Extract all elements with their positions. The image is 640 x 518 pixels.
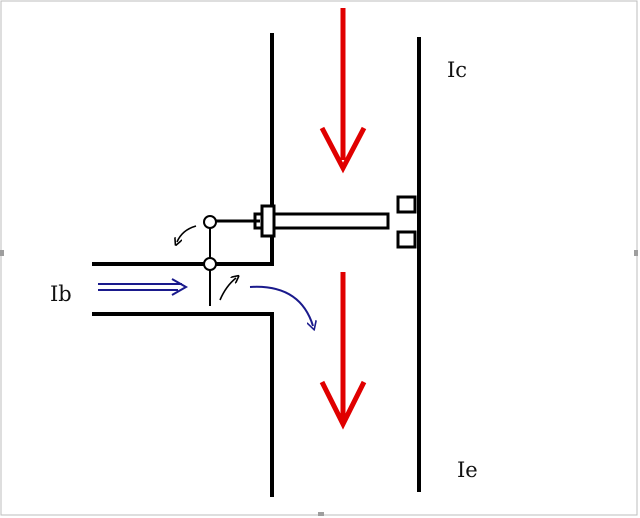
rotation-arrow-lower (219, 278, 236, 301)
base-current-label: Ib (50, 282, 72, 306)
rod-collar (260, 204, 276, 238)
emitter-current-arrow-head (319, 380, 367, 430)
base-current-deflection-arrow (249, 285, 313, 326)
collector-current-arrow-head (319, 126, 367, 174)
border-handle-right (634, 250, 638, 256)
border-handle-left (0, 250, 4, 256)
rotation-arrow-upper (177, 225, 197, 242)
valve-seat-upper (396, 195, 417, 214)
pivot-joint-lower (203, 257, 217, 271)
base-current-arrow-head (171, 278, 189, 296)
pivot-joint-upper (203, 215, 217, 229)
valve-seat-lower (396, 230, 417, 249)
emitter-current-label: Ie (457, 458, 478, 482)
collector-current-label: Ic (447, 58, 468, 82)
border-handle-bottom (318, 512, 324, 516)
